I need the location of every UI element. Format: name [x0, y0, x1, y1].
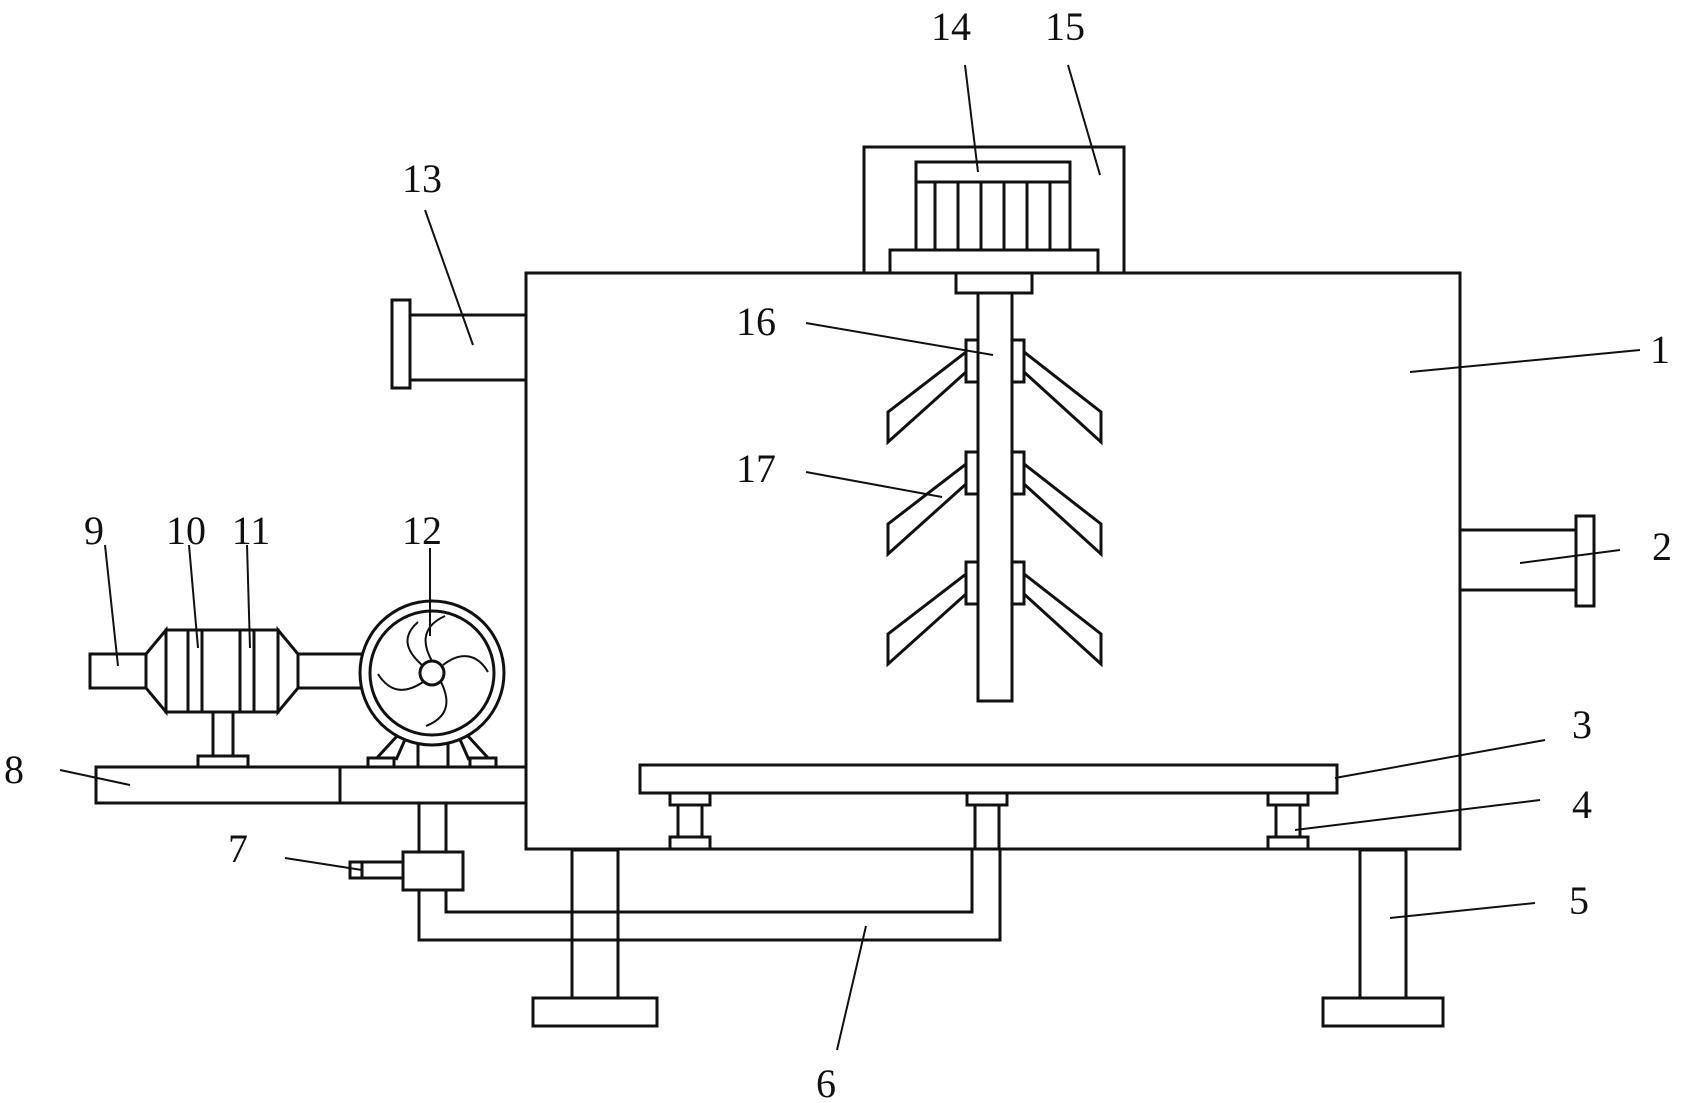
label-6: 6 [816, 1061, 836, 1103]
air-filter [144, 625, 300, 769]
label-12: 12 [402, 508, 442, 553]
label-1: 1 [1650, 327, 1670, 372]
support-legs [531, 848, 1445, 1028]
label-17: 17 [736, 446, 776, 491]
motor [888, 160, 1100, 275]
label-9: 9 [84, 508, 104, 553]
mounting-platform [94, 765, 528, 805]
label-10: 10 [166, 508, 206, 553]
leader-lines [59, 64, 1641, 1051]
label-14: 14 [931, 4, 971, 49]
label-16: 16 [736, 299, 776, 344]
label-15: 15 [1045, 4, 1085, 49]
stirring-shaft [954, 271, 1034, 703]
label-2: 2 [1652, 524, 1672, 569]
label-7: 7 [228, 826, 248, 871]
label-3: 3 [1572, 702, 1592, 747]
valve [348, 850, 465, 892]
label-8: 8 [4, 747, 24, 792]
label-11: 11 [232, 508, 271, 553]
label-13: 13 [402, 156, 442, 201]
fan-outlet-pipe [417, 803, 448, 852]
label-5: 5 [1569, 878, 1589, 923]
inlet-pipe [390, 298, 528, 390]
label-4: 4 [1572, 782, 1592, 827]
stirring-blades [886, 338, 1103, 668]
fan [358, 599, 506, 769]
connector-pipe [296, 652, 364, 690]
filter-plate [638, 763, 1339, 795]
plate-supports [668, 791, 1310, 851]
part-labels: 1 2 3 4 5 6 7 8 9 10 11 12 13 14 15 16 1… [4, 4, 1672, 1103]
outlet-pipe [1458, 514, 1596, 608]
